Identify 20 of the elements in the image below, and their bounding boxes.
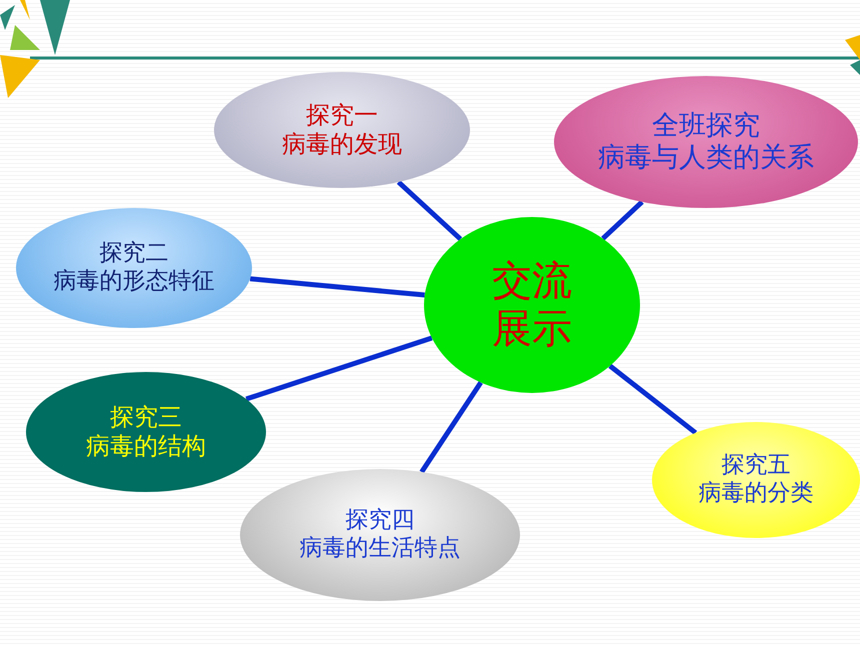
connector-line bbox=[250, 276, 425, 298]
node-heading: 探究五 bbox=[722, 452, 790, 480]
node-heading: 探究四 bbox=[346, 507, 414, 535]
node-body: 病毒的形态特征 bbox=[54, 268, 214, 296]
topic-ellipse bbox=[652, 422, 860, 538]
connector-line bbox=[601, 200, 644, 240]
connector-line bbox=[608, 364, 698, 435]
node-heading: 探究二 bbox=[100, 240, 168, 268]
node-heading: 探究三 bbox=[110, 403, 182, 432]
node-heading: 探究一 bbox=[306, 101, 378, 130]
connector-line bbox=[420, 381, 483, 474]
node-body: 病毒的结构 bbox=[86, 432, 206, 461]
node-body: 病毒与人类的关系 bbox=[598, 142, 814, 174]
node-label: 交流展示 bbox=[491, 257, 573, 353]
node-body: 病毒的生活特点 bbox=[300, 535, 460, 563]
node-body: 病毒的发现 bbox=[282, 130, 402, 159]
node-body: 病毒的分类 bbox=[698, 480, 814, 508]
node-heading: 全班探究 bbox=[652, 110, 760, 142]
connector-line bbox=[245, 336, 433, 402]
connector-line bbox=[396, 180, 462, 241]
